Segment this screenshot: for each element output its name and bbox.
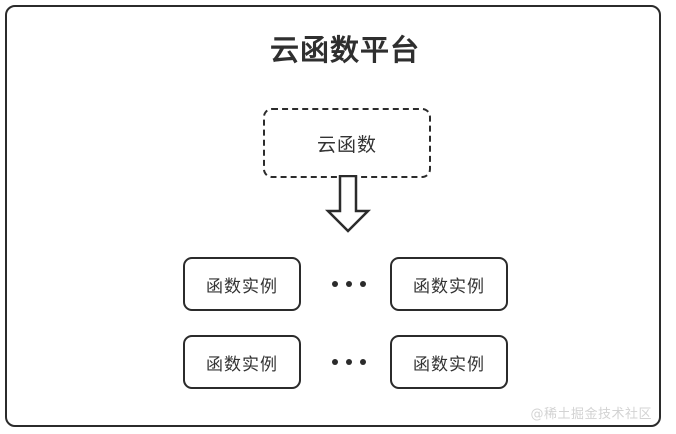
function-instance-node: 函数实例	[183, 335, 301, 389]
page-title: 云函数平台	[269, 33, 420, 67]
ellipsis-dot	[331, 359, 338, 365]
ellipsis-dot	[359, 359, 366, 365]
down-arrow-icon	[325, 175, 371, 233]
ellipsis-icon	[317, 257, 380, 311]
function-instance-label: 函数实例	[413, 276, 485, 297]
instance-row-2: 函数实例 函数实例	[7, 335, 676, 389]
function-instance-node: 函数实例	[390, 257, 508, 311]
function-instance-label: 函数实例	[206, 276, 278, 297]
ellipsis-dot	[359, 281, 366, 287]
function-instance-label: 函数实例	[206, 354, 278, 375]
function-instance-label: 函数实例	[413, 354, 485, 375]
function-instance-node: 函数实例	[390, 335, 508, 389]
cloud-function-platform-container: 云函数平台 云函数 函数实例 函数实例 函数实例	[5, 5, 661, 427]
cloud-function-node: 云函数	[263, 108, 431, 178]
ellipsis-dot	[345, 281, 352, 287]
ellipsis-icon	[317, 335, 380, 389]
function-instance-node: 函数实例	[183, 257, 301, 311]
cloud-function-label: 云函数	[316, 133, 377, 156]
ellipsis-dot	[331, 281, 338, 287]
watermark: @稀土掘金技术社区	[530, 407, 652, 422]
ellipsis-dot	[345, 359, 352, 365]
instance-row-1: 函数实例 函数实例	[7, 257, 676, 311]
